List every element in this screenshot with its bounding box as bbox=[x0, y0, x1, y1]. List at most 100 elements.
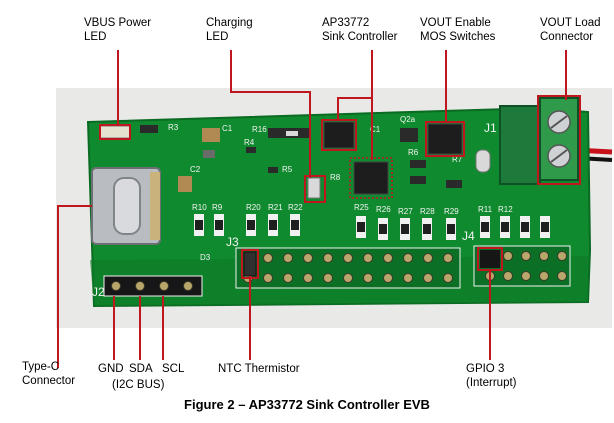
label-ntc-thermistor: NTC Thermistor bbox=[218, 363, 300, 375]
callout-line-typec bbox=[57, 205, 92, 368]
header-pin bbox=[363, 273, 373, 283]
label-charging-led: Charging LED bbox=[206, 16, 253, 44]
header-pin bbox=[443, 273, 453, 283]
silk-j4: J4 bbox=[462, 229, 475, 243]
label-scl: SCL bbox=[162, 363, 185, 375]
callout-line-sink-branch bbox=[337, 97, 372, 120]
header-pin bbox=[503, 251, 513, 261]
label-gpio3-line1: GPIO 3 bbox=[466, 363, 505, 375]
header-pin bbox=[383, 253, 393, 263]
silk-d3: D3 bbox=[200, 253, 211, 262]
header-pin bbox=[423, 253, 433, 263]
header-pin bbox=[283, 253, 293, 263]
header-pin bbox=[423, 273, 433, 283]
label-vout-load-connector: VOUT Load Connector bbox=[540, 16, 601, 44]
callout-box-top-ic bbox=[321, 119, 357, 151]
header-pin bbox=[343, 253, 353, 263]
label-gpio3: GPIO 3 (Interrupt) bbox=[466, 362, 517, 390]
resistor-part bbox=[410, 176, 426, 184]
label-vout-line1: VOUT Load bbox=[540, 17, 601, 29]
resistor-part bbox=[410, 160, 426, 168]
typec-connector-opening bbox=[113, 177, 141, 235]
label-sink-line1: AP33772 bbox=[322, 17, 370, 29]
label-typec-line2: Connector bbox=[22, 375, 76, 387]
callout-box-mos bbox=[425, 121, 465, 157]
cap-part bbox=[475, 149, 491, 173]
j2-header-pins bbox=[111, 281, 193, 291]
small-ic bbox=[400, 128, 418, 142]
resistor-body bbox=[447, 224, 455, 234]
label-typec-line1: Type-C bbox=[22, 361, 60, 373]
header-pin bbox=[521, 251, 531, 261]
silk-j2: J2 bbox=[92, 285, 105, 299]
silk-r9: R9 bbox=[212, 203, 223, 212]
label-vout-mos-switches: VOUT Enable MOS Switches bbox=[420, 16, 495, 44]
callout-lines bbox=[57, 50, 581, 368]
header-pin bbox=[263, 253, 273, 263]
silk-r10: R10 bbox=[192, 203, 207, 212]
header-pin bbox=[263, 273, 273, 283]
callout-box-vout bbox=[537, 95, 581, 185]
label-i2c-bus: (I2C BUS) bbox=[112, 379, 165, 391]
resistor-body bbox=[215, 220, 223, 230]
silk-r27: R27 bbox=[398, 207, 413, 216]
label-gpio3-line2: (Interrupt) bbox=[466, 377, 517, 389]
resistor-body bbox=[501, 222, 509, 232]
header-pin bbox=[403, 253, 413, 263]
silk-j3: J3 bbox=[226, 235, 239, 249]
silk-r11: R11 bbox=[478, 205, 493, 214]
header-pin bbox=[503, 271, 513, 281]
resistor-body bbox=[401, 224, 409, 234]
cap-part bbox=[203, 150, 215, 158]
screw-slot bbox=[550, 115, 568, 129]
resistor-part bbox=[286, 131, 298, 136]
resistor-body bbox=[291, 220, 299, 230]
j4-header-pins bbox=[485, 251, 567, 281]
header-pin bbox=[323, 273, 333, 283]
resistor-body bbox=[269, 220, 277, 230]
label-vbus-power-led: VBUS Power LED bbox=[84, 16, 151, 44]
resistor-part bbox=[246, 147, 256, 153]
label-charging-line1: Charging bbox=[206, 17, 253, 29]
label-vbus-line1: VBUS Power bbox=[84, 17, 152, 29]
callout-box-gpio3 bbox=[477, 247, 503, 271]
silk-r8: R8 bbox=[330, 173, 341, 182]
callout-box-charging bbox=[304, 175, 326, 203]
j2-header bbox=[103, 275, 203, 297]
charging-led-part bbox=[307, 177, 321, 199]
silk-r28: R28 bbox=[420, 207, 435, 216]
silk-r29: R29 bbox=[444, 207, 459, 216]
header-pin bbox=[363, 253, 373, 263]
silk-r20: R20 bbox=[246, 203, 261, 212]
silk-r3: R3 bbox=[168, 123, 179, 132]
label-vout-line2: Connector bbox=[540, 31, 594, 43]
silk-q2a: Q2a bbox=[400, 115, 416, 124]
header-pin bbox=[303, 253, 313, 263]
label-sink-controller: AP33772 Sink Controller bbox=[322, 16, 397, 44]
header-pin bbox=[111, 281, 121, 291]
label-charging-line2: LED bbox=[206, 31, 229, 43]
label-sink-line2: Sink Controller bbox=[322, 31, 398, 43]
label-mos-line1: VOUT Enable bbox=[420, 17, 491, 29]
resistor-part bbox=[140, 125, 158, 133]
resistor-body bbox=[379, 224, 387, 234]
callout-box-ntc bbox=[241, 249, 259, 279]
label-typec-connector: Type-C Connector bbox=[22, 360, 75, 388]
silk-r5: R5 bbox=[282, 165, 293, 174]
header-pin bbox=[539, 251, 549, 261]
silk-r12: R12 bbox=[498, 205, 513, 214]
silk-r16: R16 bbox=[252, 125, 267, 134]
label-sda: SDA bbox=[129, 363, 153, 375]
header-pin bbox=[183, 281, 193, 291]
resistor-body bbox=[195, 220, 203, 230]
label-gnd: GND bbox=[98, 363, 124, 375]
resistor-row bbox=[194, 214, 550, 240]
screw-slot bbox=[550, 149, 568, 163]
silk-r4: R4 bbox=[244, 138, 255, 147]
label-vbus-line2: LED bbox=[84, 31, 107, 43]
silk-r26: R26 bbox=[376, 205, 391, 214]
silk-c1: C1 bbox=[222, 124, 233, 133]
header-pin bbox=[343, 273, 353, 283]
vbus-led-part bbox=[99, 125, 131, 139]
